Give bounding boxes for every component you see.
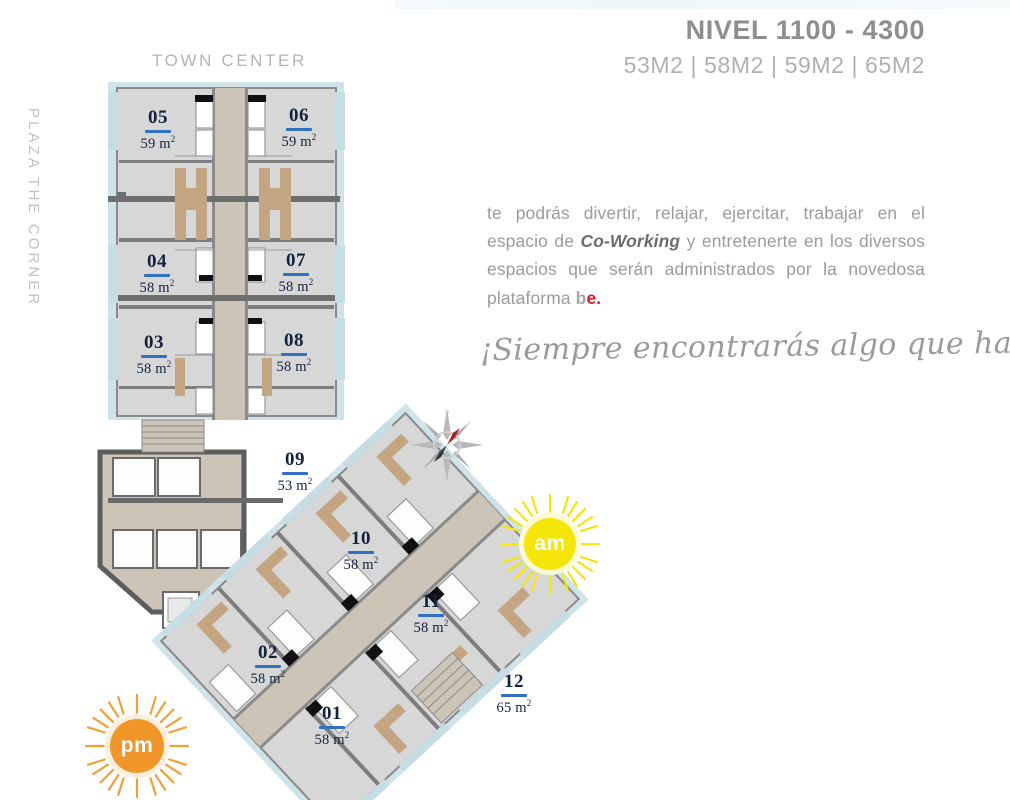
description-paragraph: te podrás divertir, relajar, ejercitar, … [487, 199, 925, 312]
unit-area: 58 m2 [250, 669, 286, 687]
unit-label: 05 59 m2 [121, 108, 195, 152]
svg-text:N: N [445, 410, 449, 416]
unit-rule [141, 355, 167, 358]
pm-label: pm [110, 719, 164, 773]
unit-rule [255, 665, 281, 668]
brand-e: e. [586, 287, 602, 308]
page-title: NIVEL 1100 - 4300 [685, 15, 925, 45]
unit-rule [286, 128, 312, 131]
unit-area: 58 m2 [343, 555, 379, 573]
coworking-emphasis: Co-Working [580, 231, 681, 252]
unit-rule [418, 614, 444, 617]
am-label: am [524, 518, 576, 570]
unit-rule [144, 274, 170, 277]
svg-text:S: S [445, 476, 449, 482]
unit-number: 01 [322, 703, 342, 724]
unit-area: 58 m2 [276, 357, 312, 375]
unit-number: 09 [285, 449, 305, 470]
headings-block: NIVEL 1100 - 4300 53M2 | 58M2 | 59M2 | 6… [480, 14, 925, 82]
unit-rule [348, 551, 374, 554]
unit-label: 06 59 m2 [262, 106, 336, 150]
unit-label: 12 65 m2 [477, 672, 551, 716]
pm-sun-rays-icon [85, 694, 189, 798]
page-subtitle: 53M2 | 58M2 | 59M2 | 65M2 [623, 51, 925, 78]
unit-number: 03 [144, 332, 164, 353]
unit-number: 11 [421, 591, 441, 612]
unit-number: 06 [289, 105, 309, 126]
unit-number: 08 [284, 330, 304, 351]
unit-label: 08 58 m2 [257, 331, 331, 375]
unit-number: 05 [148, 107, 168, 128]
top-accent-strip [395, 0, 1010, 9]
unit-area: 65 m2 [496, 698, 532, 716]
unit-label: 04 58 m2 [120, 252, 194, 296]
unit-label: 10 58 m2 [324, 529, 398, 573]
unit-number: 12 [504, 671, 524, 692]
unit-number: 02 [258, 642, 278, 663]
unit-label: 07 58 m2 [259, 251, 333, 295]
am-sun-rays-icon [500, 494, 600, 594]
pm-sun-badge: pm [85, 694, 189, 798]
unit-rule [283, 273, 309, 276]
unit-area: 59 m2 [281, 132, 317, 150]
desc-part-1: te podrás divertir, relajar, ejercitar, … [487, 203, 925, 252]
unit-label: 09 53 m2 [258, 450, 332, 494]
unit-rule [282, 472, 308, 475]
unit-number: 07 [286, 250, 306, 271]
unit-label: 11 58 m2 [394, 592, 468, 636]
compass-rose-icon: N S [410, 408, 484, 482]
unit-label: 03 58 m2 [117, 333, 191, 377]
unit-number: 04 [147, 251, 167, 272]
unit-area: 58 m2 [413, 618, 449, 636]
unit-label: 02 58 m2 [231, 643, 305, 687]
am-sun-badge: am [500, 494, 600, 594]
brand-b: b [575, 287, 587, 308]
unit-area: 58 m2 [136, 359, 172, 377]
script-tagline: ¡Siempre encontrarás algo que hacer! [479, 324, 1010, 369]
unit-rule [319, 726, 345, 729]
unit-rule [281, 353, 307, 356]
town-center-label: TOWN CENTER [152, 51, 307, 70]
desc-part-2: y entretenerte en los diversos espacios … [487, 231, 925, 308]
unit-area: 58 m2 [139, 278, 175, 296]
unit-label: 01 58 m2 [295, 704, 369, 748]
unit-area: 58 m2 [278, 277, 314, 295]
plaza-the-corner-label: PLAZA THE CORNER [25, 108, 42, 308]
unit-rule [145, 130, 171, 133]
unit-number: 10 [351, 528, 371, 549]
unit-area: 53 m2 [277, 476, 313, 494]
unit-area: 59 m2 [140, 134, 176, 152]
unit-rule [501, 694, 527, 697]
unit-area: 58 m2 [314, 730, 350, 748]
